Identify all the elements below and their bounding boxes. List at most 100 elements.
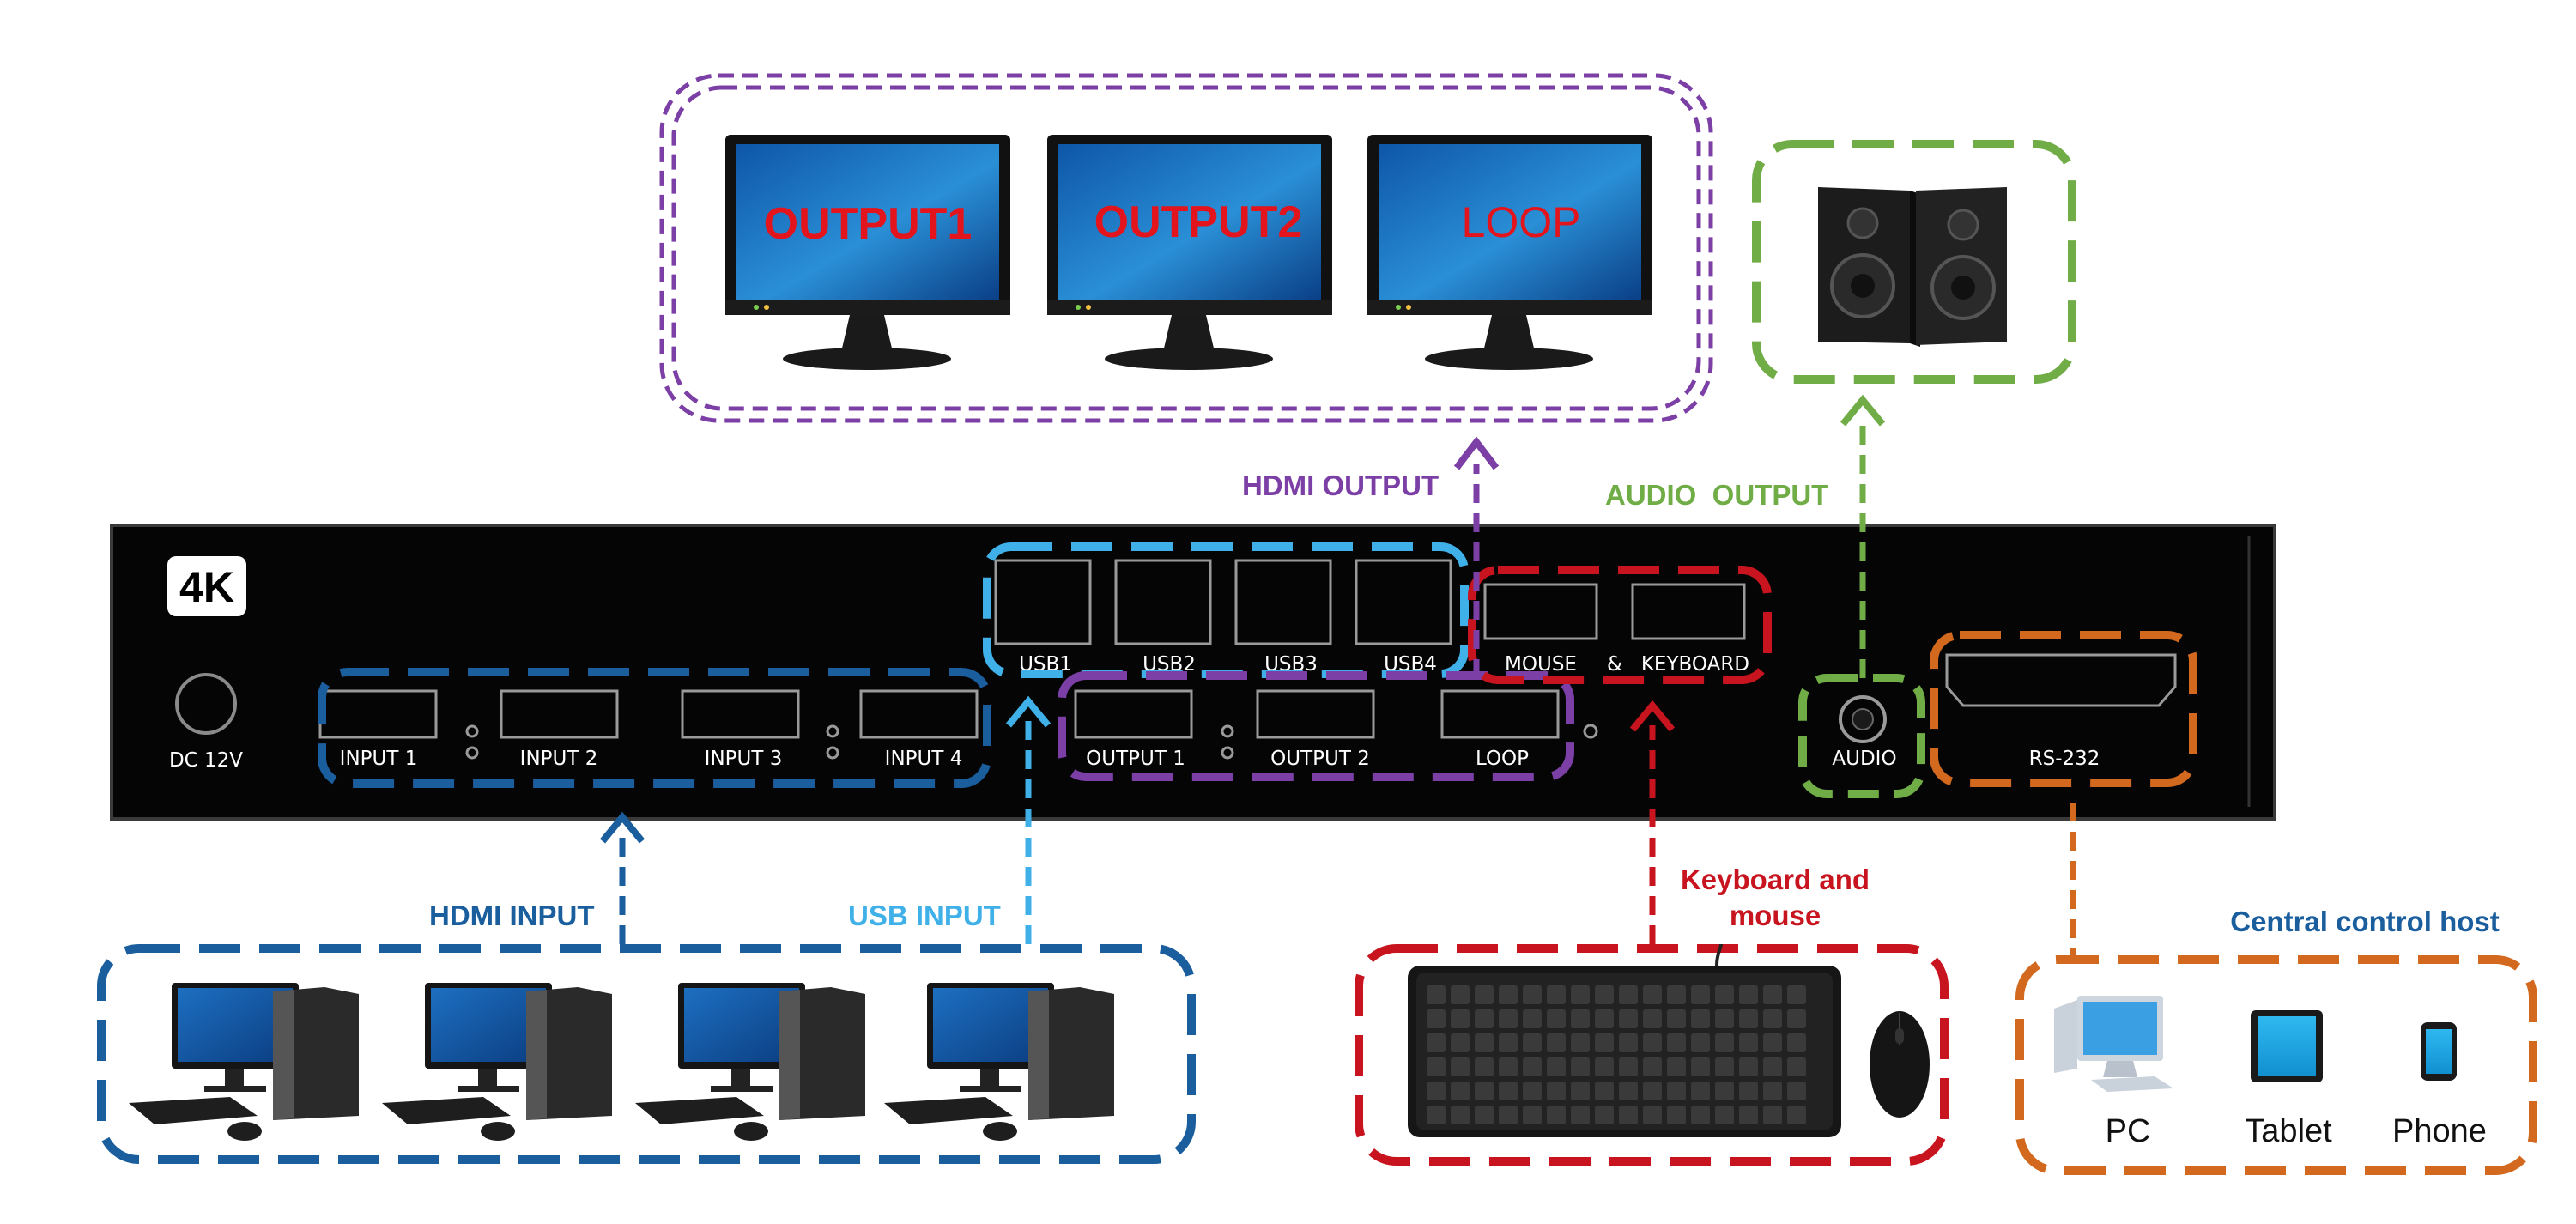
- hdmi-input-port: [500, 689, 619, 739]
- keyboard-key: [1451, 985, 1470, 1004]
- usb-port: [1234, 559, 1332, 645]
- input-1-label: INPUT 1: [340, 748, 418, 770]
- keyboard-key: [1595, 1082, 1614, 1100]
- monitor-output1-label: OUTPUT1: [764, 199, 973, 249]
- audio-output-label: AUDIO OUTPUT: [1605, 479, 1828, 511]
- keyboard-mouse-group-outline: [1468, 566, 1772, 684]
- audio-group-outline: [1798, 674, 1925, 798]
- keyboard-key: [1571, 1106, 1590, 1124]
- usb-port: [994, 559, 1092, 645]
- keyboard-key: [1475, 1106, 1494, 1124]
- keyboard-key: [1643, 1057, 1662, 1076]
- mouse-icon: [1870, 1011, 1930, 1118]
- 4k-badge: [167, 556, 246, 616]
- keyboard-key: [1643, 1082, 1662, 1100]
- keyboard-key: [1499, 1057, 1518, 1076]
- input-2-label: INPUT 2: [520, 748, 598, 770]
- keyboard-key: [1619, 1033, 1638, 1052]
- keyboard-key: [1427, 1082, 1446, 1100]
- keyboard-key: [1619, 1106, 1638, 1124]
- output-1-label: OUTPUT 1: [1086, 748, 1185, 770]
- rs232-port-label: RS-232: [2029, 748, 2100, 770]
- tablet-icon: [2251, 1010, 2323, 1082]
- keyboard-key: [1763, 1009, 1782, 1028]
- keyboard-key: [1643, 985, 1662, 1004]
- keyboard-key: [1595, 1033, 1614, 1052]
- keyboard-key: [1547, 1106, 1566, 1124]
- keyboard-key: [1787, 1033, 1806, 1052]
- keyboard-key: [1739, 1057, 1758, 1076]
- desktop-pc-icon: [884, 983, 1114, 1141]
- keyboard-key: [1739, 1033, 1758, 1052]
- monitor-output2-label: OUTPUT2: [1094, 197, 1303, 247]
- mouse-port: [1483, 583, 1598, 640]
- desktop-pc-icon: [382, 983, 612, 1141]
- keyboard-key: [1763, 1106, 1782, 1124]
- keyboard-mouse-group-outline-bottom: [1355, 944, 1949, 1166]
- keyboard-key: [1523, 1057, 1542, 1076]
- dc-power-label: DC 12V: [169, 749, 243, 772]
- indicator-led: [465, 746, 479, 760]
- hdmi-output-port: [1074, 689, 1193, 739]
- 4k-badge-text: 4K: [179, 563, 234, 611]
- keyboard-key: [1523, 1082, 1542, 1100]
- rs232-group-outline: [1930, 631, 2197, 787]
- tablet-label: Tablet: [2245, 1113, 2332, 1149]
- audio-jack-inner: [1852, 708, 1874, 730]
- keyboard-key: [1667, 1106, 1686, 1124]
- usb-port: [1355, 559, 1452, 645]
- keyboard-key: [1739, 985, 1758, 1004]
- keyboard-key: [1427, 1057, 1446, 1076]
- keyboard-port-label: & KEYBOARD: [1607, 653, 1749, 676]
- phone-icon: [2421, 1022, 2457, 1081]
- keyboard-icon: [1408, 943, 1841, 1137]
- rs232-port: [1945, 653, 2177, 707]
- indicator-led: [826, 724, 839, 738]
- keyboard-key: [1571, 985, 1590, 1004]
- indicator-led: [826, 746, 839, 760]
- keyboard-key: [1739, 1009, 1758, 1028]
- hdmi-input-port: [859, 689, 979, 739]
- keyboard-key: [1571, 1082, 1590, 1100]
- keyboard-mouse-ports: [1483, 583, 1746, 640]
- keyboard-key: [1667, 985, 1686, 1004]
- indicator-led: [465, 724, 479, 738]
- keyboard-key: [1571, 1033, 1590, 1052]
- keyboard-key: [1643, 1033, 1662, 1052]
- keyboard-key: [1763, 985, 1782, 1004]
- keyboard-key: [1715, 1082, 1734, 1100]
- keyboard-key: [1739, 1082, 1758, 1100]
- usb-ports: [994, 559, 1452, 645]
- monitor-icon: [1047, 135, 1332, 370]
- keyboard-mouse-label-line2: mouse: [1730, 900, 1821, 931]
- audio-port-label: AUDIO: [1832, 748, 1896, 770]
- keyboard-key: [1547, 1082, 1566, 1100]
- pc-group-outline: [97, 944, 1196, 1164]
- hdmi-output-group-outline: [1058, 671, 1574, 781]
- phone-label: Phone: [2392, 1113, 2487, 1149]
- pc-label: PC: [2106, 1113, 2151, 1149]
- desktop-pc-icon: [129, 983, 359, 1141]
- keyboard-key: [1571, 1057, 1590, 1076]
- keyboard-key: [1691, 985, 1710, 1004]
- keyboard-key: [1427, 1033, 1446, 1052]
- hdmi-output-port: [1440, 689, 1560, 739]
- keyboard-key: [1499, 1033, 1518, 1052]
- hdmi-input-ports: [318, 689, 979, 760]
- keyboard-key: [1547, 1057, 1566, 1076]
- pc-icon: [2054, 996, 2173, 1092]
- hdmi-output-ports: [1074, 689, 1598, 760]
- keyboard-key: [1619, 1009, 1638, 1028]
- keyboard-key: [1475, 1057, 1494, 1076]
- keyboard-port: [1631, 583, 1746, 640]
- input-3-label: INPUT 3: [705, 748, 783, 770]
- hdmi-output-arrowhead: [1453, 436, 1500, 470]
- indicator-led: [1221, 724, 1234, 738]
- keyboard-key: [1787, 985, 1806, 1004]
- keyboard-key: [1667, 1082, 1686, 1100]
- keyboard-key: [1451, 1106, 1470, 1124]
- speaker-icon: [1818, 187, 1920, 347]
- usb-port: [1114, 559, 1212, 645]
- keyboard-key: [1595, 1009, 1614, 1028]
